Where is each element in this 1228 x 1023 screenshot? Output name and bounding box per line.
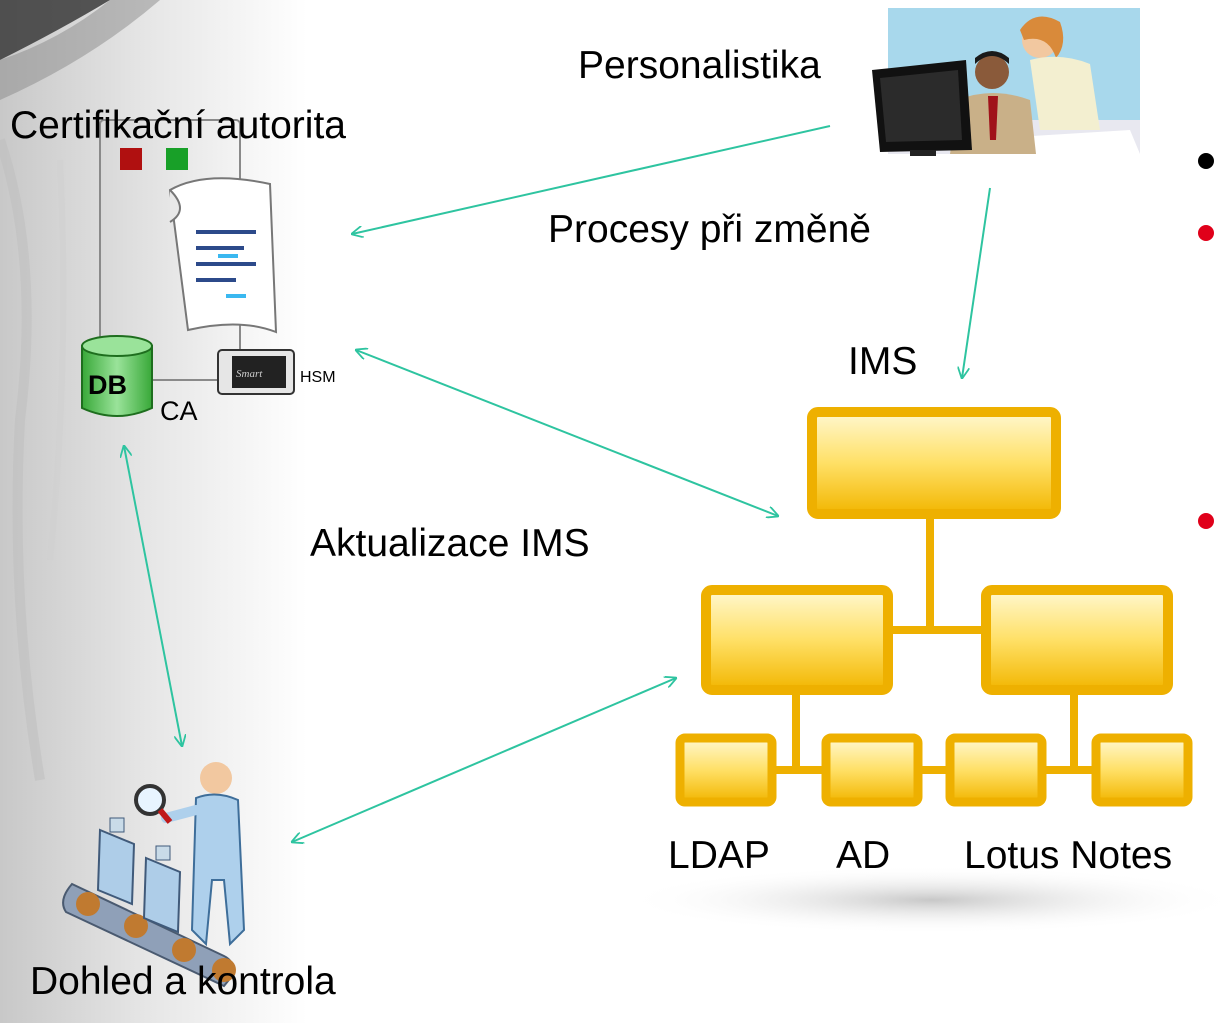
arrow-personalistika-to-ims bbox=[962, 187, 991, 378]
inspector-icon bbox=[62, 762, 246, 988]
arrow-ca-dohled bbox=[124, 446, 182, 746]
ims-hierarchy-icon bbox=[622, 407, 1228, 934]
server-certificate-icon bbox=[81, 119, 295, 417]
arrow-ca-ims bbox=[356, 350, 778, 516]
label-ldap: LDAP bbox=[668, 834, 770, 877]
label-aktualizace: Aktualizace IMS bbox=[310, 522, 590, 565]
bullet-1 bbox=[1198, 153, 1214, 169]
hsm-label: HSM bbox=[300, 369, 336, 386]
arrow-dohled-ims bbox=[292, 678, 676, 842]
label-procesy: Procesy při změně bbox=[548, 208, 871, 251]
label-certifikacni-autorita: Certifikační autorita bbox=[10, 104, 346, 147]
smart-label: Smart bbox=[236, 368, 263, 380]
label-lotus-notes: Lotus Notes bbox=[964, 834, 1173, 877]
db-label: DB bbox=[88, 370, 127, 400]
label-ad: AD bbox=[836, 834, 891, 877]
bullet-2 bbox=[1198, 225, 1214, 241]
arrows bbox=[124, 125, 991, 842]
ca-label: CA bbox=[160, 396, 198, 426]
office-workers-icon bbox=[872, 8, 1140, 156]
bullet-3 bbox=[1198, 513, 1214, 529]
arrow-personalistika-to-ca bbox=[352, 125, 831, 234]
label-dohled: Dohled a kontrola bbox=[30, 960, 336, 1003]
label-personalistika: Personalistika bbox=[578, 44, 821, 87]
label-ims: IMS bbox=[848, 340, 918, 383]
